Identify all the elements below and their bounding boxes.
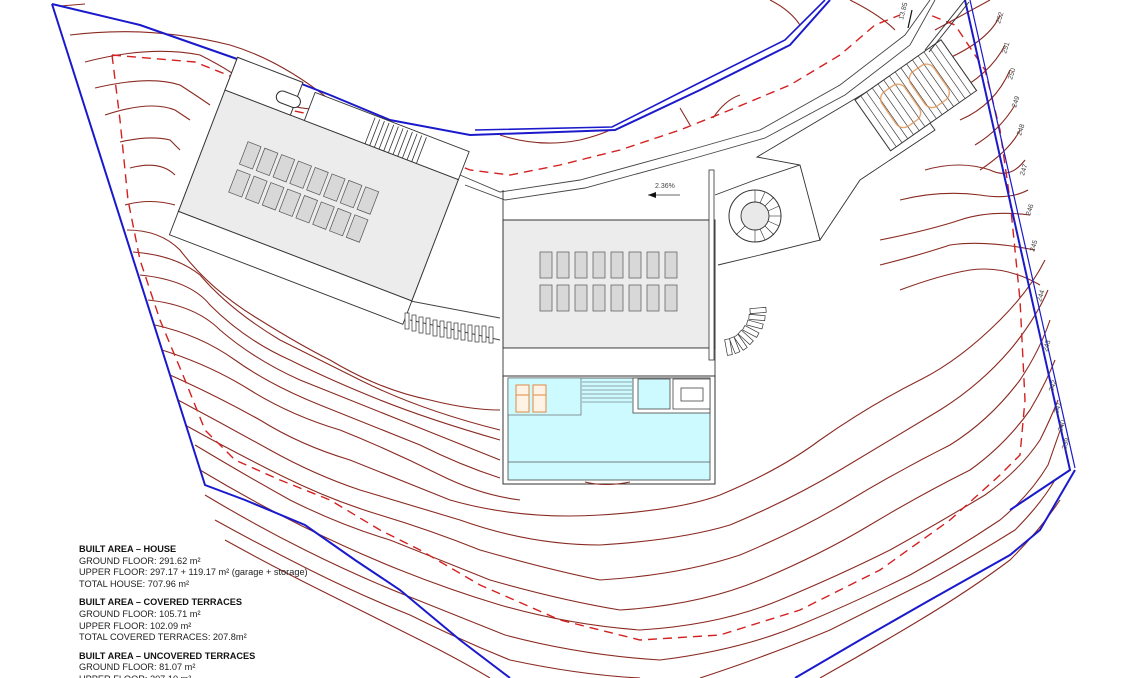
built-area-legend: BUILT AREA – HOUSE GROUND FLOOR: 291.62 … <box>79 544 308 678</box>
svg-text:240: 240 <box>1057 419 1067 432</box>
legend-line: TOTAL COVERED TERRACES: 207.8m² <box>79 632 247 643</box>
plot-boundary <box>51 0 1076 678</box>
stairs-pool <box>582 381 632 403</box>
legend-title: BUILT AREA – COVERED TERRACES <box>79 597 243 608</box>
right-outbuilding <box>755 0 978 242</box>
curved-steps-right <box>724 306 767 356</box>
svg-text:242: 242 <box>1048 379 1058 392</box>
svg-text:252: 252 <box>995 11 1005 24</box>
legend-title: BUILT AREA – UNCOVERED TERRACES <box>79 650 256 661</box>
legend-line: TOTAL HOUSE: 707.96 m² <box>79 578 190 589</box>
contour-labels: 252 251 250 249 248 247 246 245 244 243 … <box>995 11 1071 450</box>
svg-text:250: 250 <box>1007 67 1017 80</box>
spiral-staircase <box>714 164 821 266</box>
sun-loungers <box>515 384 547 413</box>
svg-text:249: 249 <box>1011 95 1021 108</box>
legend-group-covered-terraces: BUILT AREA – COVERED TERRACES GROUND FLO… <box>79 597 308 643</box>
solar-panels-center <box>539 251 678 312</box>
stairs-left <box>364 117 427 164</box>
legend-line: UPPER FLOOR: 102.09 m² <box>79 620 192 631</box>
legend-line: GROUND FLOOR: 291.62 m² <box>79 555 201 566</box>
curved-stairs-left <box>404 312 494 344</box>
svg-text:2.36%: 2.36% <box>655 183 675 190</box>
legend-line: UPPER FLOOR: 207.10 m² <box>79 674 308 678</box>
legend-line: UPPER FLOOR: 297.17 + 119.17 m² (garage … <box>79 567 308 578</box>
central-building <box>502 169 716 377</box>
legend-line: GROUND FLOOR: 81.07 m² <box>79 662 196 673</box>
legend-group-uncovered-terraces: BUILT AREA – UNCOVERED TERRACES GROUND F… <box>79 651 308 678</box>
legend-line: GROUND FLOOR: 105.71 m² <box>79 608 201 619</box>
left-building <box>168 56 470 325</box>
svg-text:251: 251 <box>1001 41 1011 54</box>
solar-panels-left <box>228 141 380 243</box>
svg-text:247: 247 <box>1019 163 1029 176</box>
svg-text:246: 246 <box>1025 203 1035 216</box>
svg-text:243: 243 <box>1042 339 1052 352</box>
legend-title: BUILT AREA – HOUSE <box>79 544 177 554</box>
legend-group-house: BUILT AREA – HOUSE GROUND FLOOR: 291.62 … <box>79 544 308 590</box>
slope-annotation: 2.36% <box>648 183 680 198</box>
svg-text:241: 241 <box>1053 401 1063 414</box>
svg-text:245: 245 <box>1029 239 1039 252</box>
pool-terrace <box>502 375 716 485</box>
svg-text:13.85: 13.85 <box>898 2 909 21</box>
svg-text:248: 248 <box>1016 123 1026 136</box>
dimension-annotation: 13.85 <box>898 2 913 29</box>
contour-lines <box>59 0 1063 678</box>
svg-text:244: 244 <box>1036 289 1046 302</box>
setback-line <box>111 14 1026 641</box>
svg-text:239: 239 <box>1061 437 1071 450</box>
